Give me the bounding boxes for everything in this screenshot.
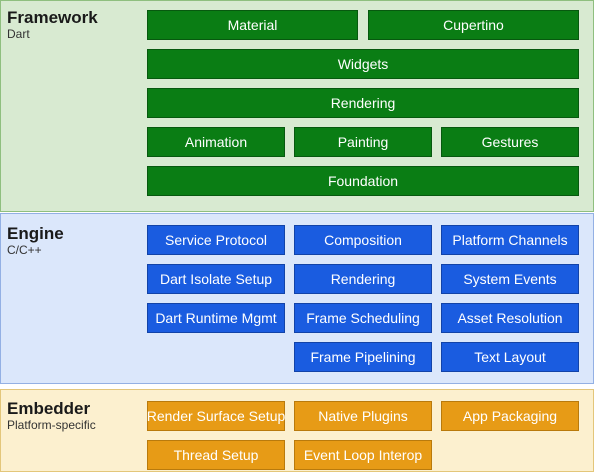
asset-resolution-box: Asset Resolution: [441, 303, 579, 333]
frame-scheduling-box: Frame Scheduling: [294, 303, 432, 333]
engine-layer: Engine C/C++ Service Protocol Compositio…: [0, 213, 594, 384]
foundation-box: Foundation: [147, 166, 579, 196]
thread-setup-box: Thread Setup: [147, 440, 285, 470]
system-events-box: System Events: [441, 264, 579, 294]
framework-layer: Framework Dart Material Cupertino Widget…: [0, 0, 594, 212]
render-surface-setup-box: Render Surface Setup: [147, 401, 285, 431]
painting-box: Painting: [294, 127, 432, 157]
platform-channels-box: Platform Channels: [441, 225, 579, 255]
gestures-box: Gestures: [441, 127, 579, 157]
composition-box: Composition: [294, 225, 432, 255]
cupertino-box: Cupertino: [368, 10, 579, 40]
event-loop-interop-box: Event Loop Interop: [294, 440, 432, 470]
framework-subtitle: Dart: [7, 27, 30, 41]
framework-title: Framework: [7, 8, 98, 27]
app-packaging-box: App Packaging: [441, 401, 579, 431]
widgets-box: Widgets: [147, 49, 579, 79]
embedder-title: Embedder: [7, 399, 91, 418]
framework-rendering-box: Rendering: [147, 88, 579, 118]
material-box: Material: [147, 10, 358, 40]
text-layout-box: Text Layout: [441, 342, 579, 372]
service-protocol-box: Service Protocol: [147, 225, 285, 255]
engine-title: Engine: [7, 224, 64, 243]
embedder-layer: Embedder Platform-specific Render Surfac…: [0, 389, 594, 472]
dart-runtime-mgmt-box: Dart Runtime Mgmt: [147, 303, 285, 333]
engine-rendering-box: Rendering: [294, 264, 432, 294]
native-plugins-box: Native Plugins: [294, 401, 432, 431]
embedder-subtitle: Platform-specific: [7, 418, 96, 432]
animation-box: Animation: [147, 127, 285, 157]
engine-subtitle: C/C++: [7, 243, 42, 257]
dart-isolate-setup-box: Dart Isolate Setup: [147, 264, 285, 294]
frame-pipelining-box: Frame Pipelining: [294, 342, 432, 372]
